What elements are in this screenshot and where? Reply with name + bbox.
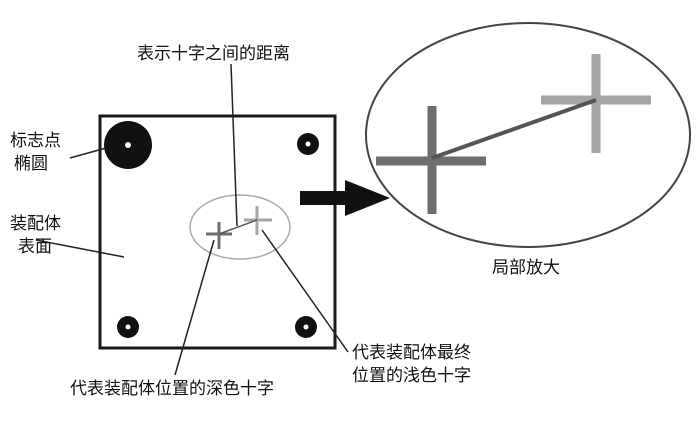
magnified-ellipse [365, 22, 691, 248]
distance-line-large [431, 98, 597, 160]
light-cross-small [244, 206, 272, 235]
label-surface-line1: 装配体 [10, 214, 61, 234]
magnify-arrow [300, 180, 390, 216]
dark-cross-small [206, 222, 232, 249]
label-marker-line1: 标志点 [10, 131, 61, 151]
detail-ellipse-small [189, 194, 291, 260]
leader-dark-cross [174, 239, 215, 376]
light-cross-large [541, 54, 651, 153]
label-light-cross-line2: 位置的浅色十字 [352, 366, 471, 386]
assembly-surface [98, 114, 337, 350]
marker-ellipse-bottom-right [295, 316, 317, 338]
distance-line-small [218, 219, 258, 235]
leader-light-cross [261, 229, 349, 353]
leader-lines [35, 63, 349, 376]
label-dark-cross: 代表装配体位置的深色十字 [70, 379, 274, 399]
marker-ellipse-top-right [297, 133, 319, 155]
label-cross-distance: 表示十字之间的距离 [137, 44, 290, 64]
label-marker-line2: 椭圆 [14, 154, 48, 174]
leader-marker [69, 147, 107, 159]
dark-cross-large [376, 106, 486, 214]
leader-surface [35, 239, 125, 258]
marker-ellipse-bottom-left [117, 316, 139, 338]
marker-ellipse-large [104, 121, 152, 169]
label-magnified: 局部放大 [492, 258, 560, 278]
label-light-cross-line1: 代表装配体最终 [352, 343, 471, 363]
label-surface-line2: 表面 [18, 237, 52, 257]
leader-cross-distance [230, 63, 238, 227]
